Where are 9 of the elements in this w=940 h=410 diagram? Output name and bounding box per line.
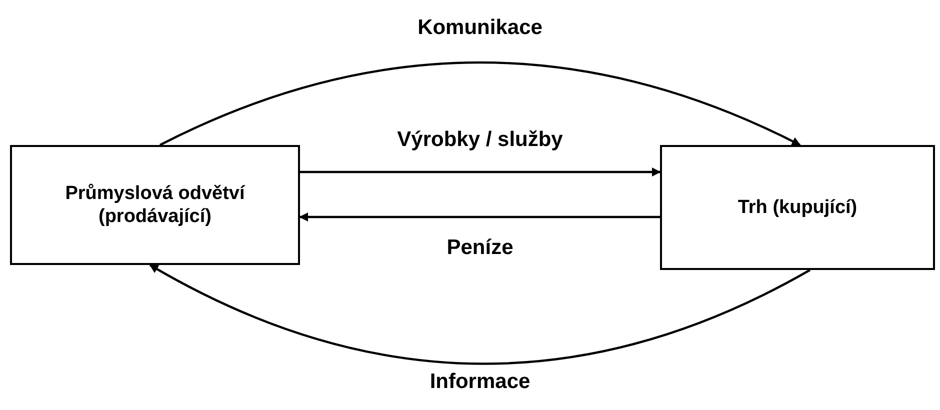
arrow (299, 212, 660, 222)
node-label: Trh (kupující) (738, 196, 858, 219)
arrow (160, 62, 801, 146)
arrow (300, 168, 661, 176)
process-box (660, 145, 935, 270)
node-label: Průmyslová odvětví (prodávající) (64, 182, 246, 228)
arrow (149, 264, 811, 365)
edge-label: Výrobky / služby (394, 128, 566, 152)
process-box (10, 145, 300, 265)
